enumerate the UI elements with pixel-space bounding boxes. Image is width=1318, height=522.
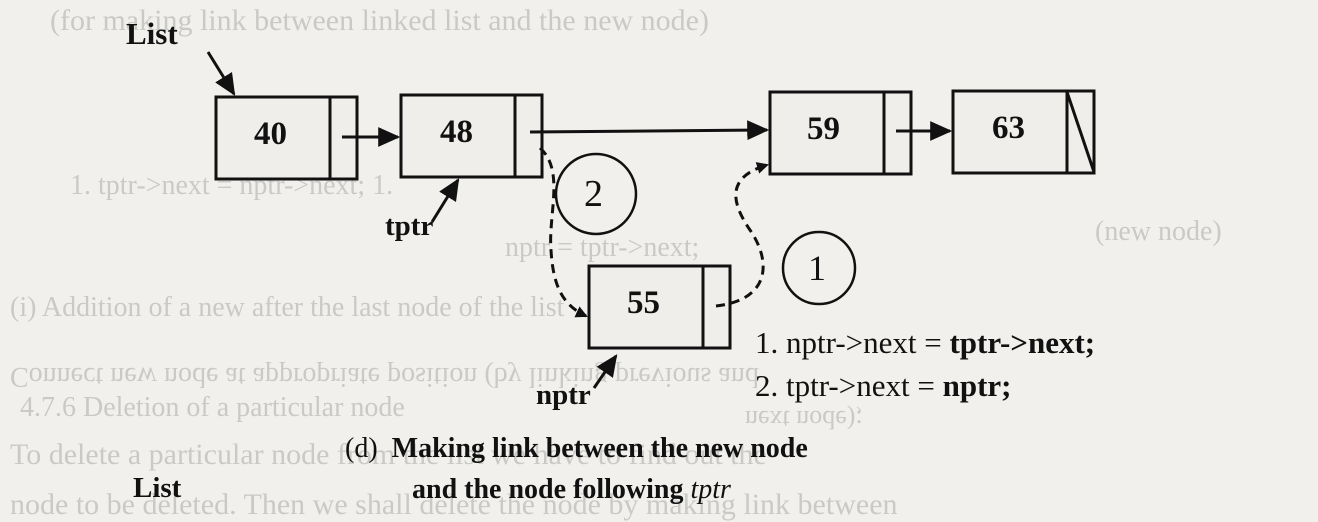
caption-italic-tptr: tptr bbox=[690, 474, 731, 505]
link-48-to-59 bbox=[529, 120, 770, 141]
dashed-link-48-to-55 bbox=[538, 146, 588, 318]
node-63-value: 63 bbox=[992, 110, 1025, 146]
bleed-text-g: 4.7.6 Deletion of a particular node bbox=[20, 392, 405, 423]
node-40-value: 40 bbox=[254, 116, 287, 152]
tptr-pointer-arrow bbox=[430, 178, 460, 223]
step-2-number: 2 bbox=[584, 173, 603, 215]
node-59-value: 59 bbox=[807, 111, 840, 147]
code-line-1: 1. nptr->next = tptr->next; bbox=[755, 325, 1095, 361]
bleed-text-j: node to be deleted. Then we shall delete… bbox=[10, 488, 898, 521]
bleed-text-c: nptr = tptr->next; bbox=[505, 232, 700, 263]
caption-tag: (d) bbox=[345, 433, 378, 464]
caption-line-2: and the node following tptr bbox=[412, 474, 731, 506]
list-pointer-arrow bbox=[206, 51, 236, 96]
list-label-top: List bbox=[126, 16, 178, 51]
node-48 bbox=[399, 93, 544, 179]
code-line-1-bold: tptr->next; bbox=[949, 325, 1096, 360]
tptr-label: tptr bbox=[385, 210, 434, 242]
step-2-circle bbox=[554, 152, 638, 236]
caption-text-2: and the node following bbox=[412, 474, 691, 505]
list-label-bottom: List bbox=[133, 472, 182, 504]
bleed-text-e: (i) Addition of a new after the last nod… bbox=[10, 292, 565, 323]
node-48-value: 48 bbox=[440, 114, 473, 150]
caption-line-1: (d) Making link between the new node bbox=[345, 433, 808, 465]
node-63 bbox=[951, 89, 1096, 175]
caption-text-1: Making link between the new node bbox=[391, 433, 808, 464]
nptr-pointer-arrow bbox=[592, 354, 618, 389]
code-line-2: 2. tptr->next = nptr; bbox=[755, 368, 1011, 404]
node-59 bbox=[768, 90, 913, 176]
null-pointer-slash bbox=[1065, 91, 1096, 173]
step-1-number: 1 bbox=[808, 248, 826, 288]
new-node-55 bbox=[587, 264, 732, 350]
code-line-2-prefix: 2. tptr->next = bbox=[755, 368, 943, 403]
code-line-2-bold: nptr; bbox=[942, 368, 1012, 403]
new-node-55-value: 55 bbox=[627, 285, 660, 321]
bleed-text-a: (for making link between linked list and… bbox=[50, 4, 709, 37]
dashed-link-55-to-59 bbox=[715, 162, 769, 308]
bleed-text-d: (new node) bbox=[1095, 216, 1222, 247]
code-line-1-prefix: 1. nptr->next = bbox=[755, 325, 950, 360]
bleed-text-i: To delete a particular node from the lis… bbox=[10, 438, 767, 471]
step-1-circle bbox=[781, 230, 857, 306]
nptr-label: nptr bbox=[536, 379, 591, 411]
